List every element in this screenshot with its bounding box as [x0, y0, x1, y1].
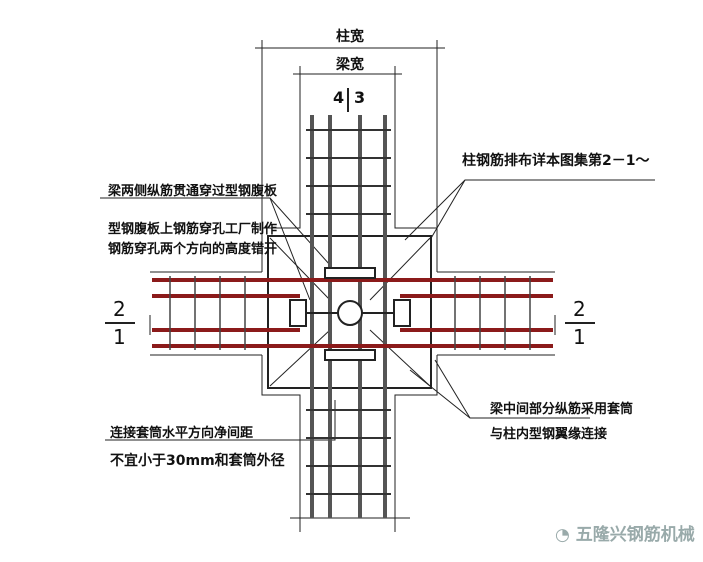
split-left-label: 4 — [333, 88, 345, 107]
watermark: ◔ 五隆兴钢筋机械 — [555, 525, 695, 545]
column-outline-top-left — [261, 100, 301, 272]
wechat-icon: ◔ — [555, 525, 576, 545]
section-mark-right-top: 2 — [573, 297, 586, 321]
beam-width-label: 梁宽 — [336, 57, 364, 73]
beam-rebars — [152, 278, 553, 348]
section-mark-left-top: 2 — [113, 297, 126, 321]
steel-section — [289, 267, 411, 361]
note-right-top: 柱钢筋排布详本图集第2－1～ — [462, 153, 650, 169]
note-right-bottom-1: 梁中间部分纵筋采用套筒 — [490, 402, 634, 417]
column-width-label: 柱宽 — [336, 29, 364, 45]
note-left-1: 梁两侧纵筋贯通穿过型钢腹板 — [108, 184, 278, 199]
column-rebars — [310, 115, 387, 518]
section-mark-left-bottom: 1 — [113, 325, 126, 349]
note-left-2: 型钢腹板上钢筋穿孔工厂制作 — [108, 222, 278, 237]
beam-stirrups — [169, 276, 531, 350]
column-ties — [306, 129, 391, 495]
note-bottom-left-1: 连接套筒水平方向净间距 — [110, 426, 254, 441]
note-right-bottom-2: 与柱内型钢翼缘连接 — [490, 427, 608, 442]
note-bottom-left-2: 不宜小于30mm和套筒外径 — [110, 453, 285, 469]
split-right-label: 3 — [354, 88, 366, 107]
section-mark-right-bottom: 1 — [573, 325, 586, 349]
note-left-3: 钢筋穿孔两个方向的高度错开 — [108, 242, 278, 257]
